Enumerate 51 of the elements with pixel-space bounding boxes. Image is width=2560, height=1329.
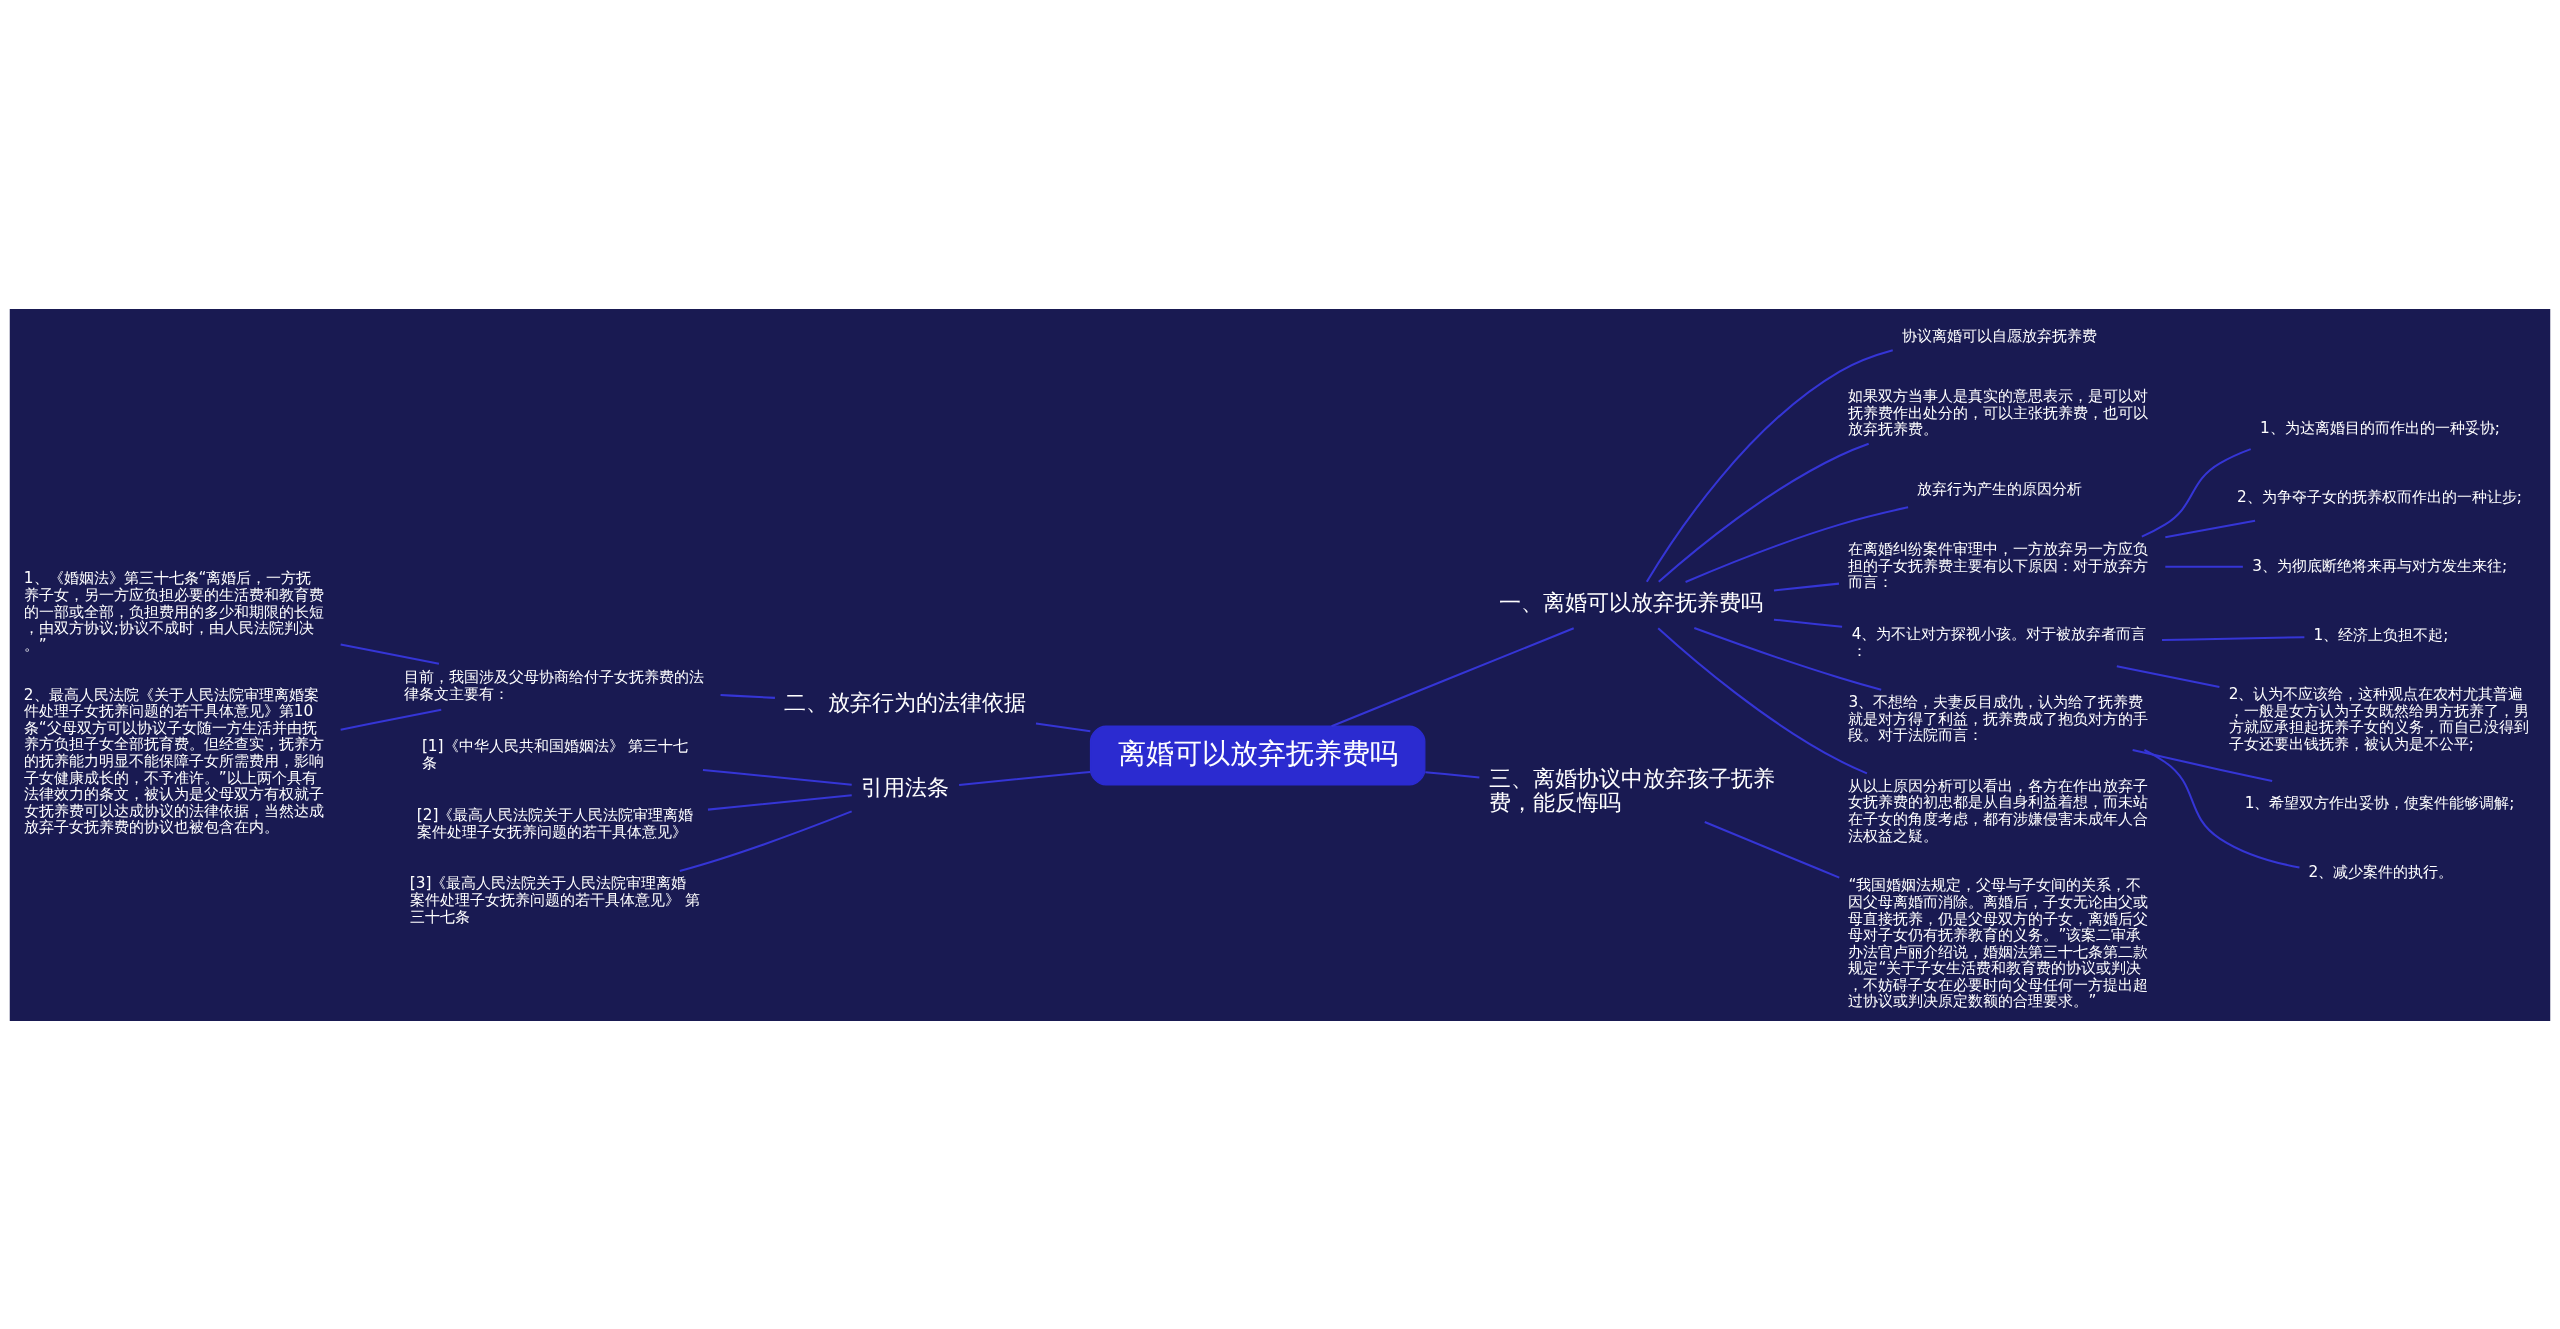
connector xyxy=(340,708,442,731)
node-text: 放弃行为产生的原因分析 xyxy=(1917,479,2083,498)
node-text: 3、不想给，夫妻反目成仇，认为给了抚养费就是对方得了利益，抚养费成了抱负对方的手段。对于法院而言： xyxy=(1848,692,2149,744)
connector xyxy=(679,809,853,872)
connector xyxy=(1773,582,1840,591)
node-text: 2、认为不应该给，这种观点在农村尤其普遍，一般是女方认为子女既然给男方抚养了，男方就应承担起抚养子女的义务，而自己没得到子女还要出钱抚养，被认为是不公平; xyxy=(2228,684,2529,753)
connector xyxy=(702,768,852,786)
connector xyxy=(707,793,852,811)
connector xyxy=(1704,820,1840,879)
node-text: 1、希望双方作出妥协，使案件能够调解; xyxy=(2244,793,2515,812)
connector xyxy=(2116,664,2220,688)
connector xyxy=(2132,748,2273,782)
connector xyxy=(1035,721,1091,732)
connector xyxy=(959,770,1091,786)
connector xyxy=(2162,635,2305,641)
connector xyxy=(2165,565,2243,568)
connector xyxy=(1645,348,1893,582)
node-text: 1、为达离婚目的而作出的一种妥协; xyxy=(2259,418,2500,437)
node-text: 协议离婚可以自愿放弃抚养费 xyxy=(1902,326,2098,345)
node-text: 引用法条 xyxy=(860,774,949,800)
connector xyxy=(2143,748,2300,868)
connector xyxy=(340,642,440,665)
connector xyxy=(1331,626,1575,727)
node-text: 从以上原因分析可以看出，各方在作出放弃子女抚养费的初忠都是从自身利益着想，而未站在子女的角度考虑，都有涉嫌侵害未成年人合法权益之疑。 xyxy=(1848,776,2149,845)
connector xyxy=(2165,519,2256,538)
node-text: 在离婚纠纷案件审理中，一方放弃另一方应负担的子女抚养费主要有以下原因：对于放弃方而言： xyxy=(1848,539,2149,591)
connector xyxy=(1657,627,1868,774)
node-text: 1、《婚姻法》第三十七条“离婚后，一方抚养子女，另一方应负担必要的生活费和教育费的一部或全部，负担费用的多少和期限的长短，由双方协议;协议不成时，由人民法院判决。” xyxy=(23,568,324,654)
node-text: 2、为争夺子女的抚养权而作出的一种让步; xyxy=(2236,487,2522,506)
node-text: 1、经济上负担不起; xyxy=(2313,625,2449,644)
node-text: 4、为不让对方探视小孩。对于被放弃者而言： xyxy=(1851,624,2147,660)
node-text: 2、减少案件的执行。 xyxy=(2308,862,2454,881)
node-text: 2、最高人民法院《关于人民法院审理离婚案件处理子女抚养问题的若干具体意见》第10条“父母双方可以协议子女随一方生活并由抚养方负担子女全部抚育费。但经查实，抚养方的抚养能力明显不能保障子女所需费用，影响子女健康成长的，不予准许。”以上两个具有法律效力的条文，被认为是父母双方有权就子女抚养费可以达成协议的法律依据，当然达成放弃子女抚养费的协议也被包含在内。 xyxy=(23,685,324,836)
node-text: 二、放弃行为的法律依据 xyxy=(784,689,1027,715)
node-text: 目前，我国涉及父母协商给付子女抚养费的法律条文主要有： xyxy=(404,667,705,703)
connector xyxy=(1773,618,1843,628)
node-box: 离婚可以放弃抚养费吗 xyxy=(1089,725,1426,786)
node-text: 三、离婚协议中放弃孩子抚养费，能反悔吗 xyxy=(1488,765,1775,815)
connector xyxy=(1658,442,1869,583)
connector xyxy=(1693,626,1882,691)
node-text: 一、离婚可以放弃抚养费吗 xyxy=(1499,589,1764,615)
connector xyxy=(2141,447,2252,538)
node-text: “我国婚姻法规定，父母与子女间的关系，不因父母离婚而消除。离婚后，子女无论由父或母直接抚养，仍是父母双方的子女，离婚后父母对子女仍有抚养教育的义务。”该案二审承办法官卢丽介绍说，婚姻法第三十七条第二款规定“关于子女生活费和教育费的协议或判决，不妨碍子女在必要时向父母任何一方提出超过协议或判决原定数额的合理要求。” xyxy=(1848,875,2149,1010)
connector xyxy=(1685,505,1909,583)
connector xyxy=(720,693,775,699)
connector xyxy=(1425,770,1480,779)
node-text: [3]《最高人民法院关于人民法院审理离婚案件处理子女抚养问题的若干具体意见》 第三十七条 xyxy=(409,873,700,926)
node-text: [2]《最高人民法院关于人民法院审理离婚案件处理子女抚养问题的若干具体意见》 xyxy=(416,805,694,841)
node-text: 3、为彻底断绝将来再与对方发生来往; xyxy=(2252,556,2508,575)
node-text: 如果双方当事人是真实的意思表示，是可以对抚养费作出处分的，可以主张抚养费，也可以放弃抚养费。 xyxy=(1848,386,2149,438)
node-text: [1]《中华人民共和国婚姻法》 第三十七条 xyxy=(421,736,689,772)
